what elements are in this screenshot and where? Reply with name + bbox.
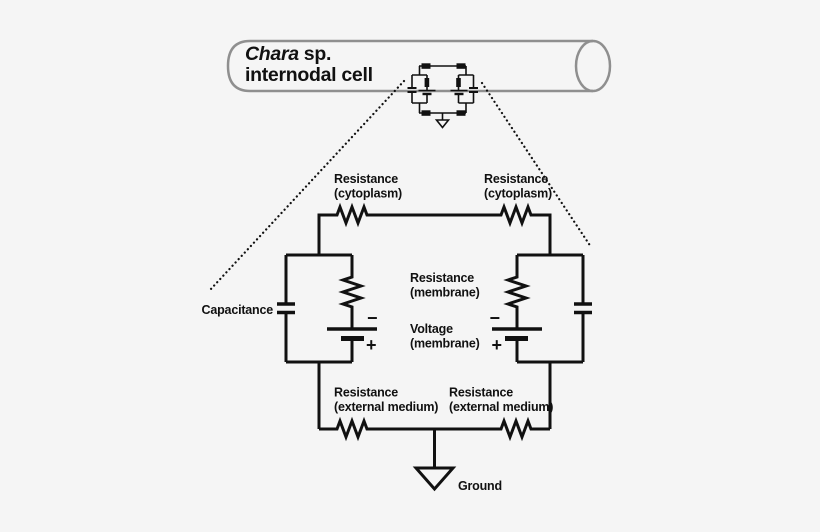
mini-capacitor-right xyxy=(469,87,478,93)
label-voltage-membrane-2: (membrane) xyxy=(410,337,480,351)
label-capacitance: Capacitance xyxy=(202,303,274,317)
zoom-dotted-line-right xyxy=(480,81,593,249)
label-resistance-external-right-2: (external medium) xyxy=(449,400,553,414)
resistor-membrane-left-icon xyxy=(338,255,366,329)
battery-right-minus: − xyxy=(489,308,500,328)
label-resistance-cytoplasm-left-1: Resistance xyxy=(334,172,398,186)
cytoplasm-wire-top xyxy=(317,202,552,255)
label-resistance-membrane-2: (membrane) xyxy=(410,286,480,300)
label-resistance-membrane-1: Resistance xyxy=(410,271,474,285)
zoom-dotted-line-left xyxy=(208,79,406,292)
label-voltage-membrane-1: Voltage xyxy=(410,322,453,336)
main-circuit: − + − + xyxy=(277,202,592,492)
battery-left-minus: − xyxy=(367,308,378,328)
capacitor-right-icon xyxy=(574,302,592,315)
mini-membrane-branch-left xyxy=(407,66,436,113)
capacitor-left-icon xyxy=(277,302,295,315)
membrane-branch-left: − + xyxy=(277,253,378,429)
label-resistance-external-left-1: Resistance xyxy=(334,386,398,400)
battery-left-plus: + xyxy=(366,335,377,355)
mini-resistor-top-left xyxy=(421,63,431,69)
mini-resistor-top-right xyxy=(456,63,466,69)
cylinder-body xyxy=(226,39,593,93)
mini-membrane-branch-right xyxy=(450,66,478,113)
cell-title-line2: internodal cell xyxy=(245,64,373,86)
cell-cylinder xyxy=(226,39,612,93)
mini-circuit xyxy=(407,63,478,129)
mini-ground-icon xyxy=(434,119,451,129)
resistor-membrane-right-icon xyxy=(503,255,531,329)
mini-resistor-membrane-right xyxy=(456,78,461,87)
mini-branch-left-outline xyxy=(411,66,428,113)
label-resistance-cytoplasm-right-2: (cytoplasm) xyxy=(484,187,552,201)
cell-species-abbrev: sp. xyxy=(304,43,331,65)
label-resistance-external-left-2: (external medium) xyxy=(334,400,438,414)
label-resistance-external-right-1: Resistance xyxy=(449,386,513,400)
battery-right-plus: + xyxy=(491,335,502,355)
mini-resistor-membrane-left xyxy=(424,78,430,87)
mini-branch-right-outline xyxy=(457,66,475,113)
mini-resistor-bottom-right xyxy=(456,110,466,116)
label-ground: Ground xyxy=(458,479,502,493)
mini-resistor-bottom-left xyxy=(421,110,431,116)
cell-genus: Chara xyxy=(245,43,299,65)
membrane-branch-right: − + xyxy=(489,253,592,429)
ground-icon xyxy=(412,466,457,492)
label-resistance-cytoplasm-left-2: (cytoplasm) xyxy=(334,187,402,201)
cylinder-end-ellipse xyxy=(574,39,612,93)
circuit-labels: Resistance (cytoplasm) Resistance (cytop… xyxy=(202,172,554,493)
label-resistance-cytoplasm-right-1: Resistance xyxy=(484,172,548,186)
mini-capacitor-left xyxy=(407,87,417,93)
